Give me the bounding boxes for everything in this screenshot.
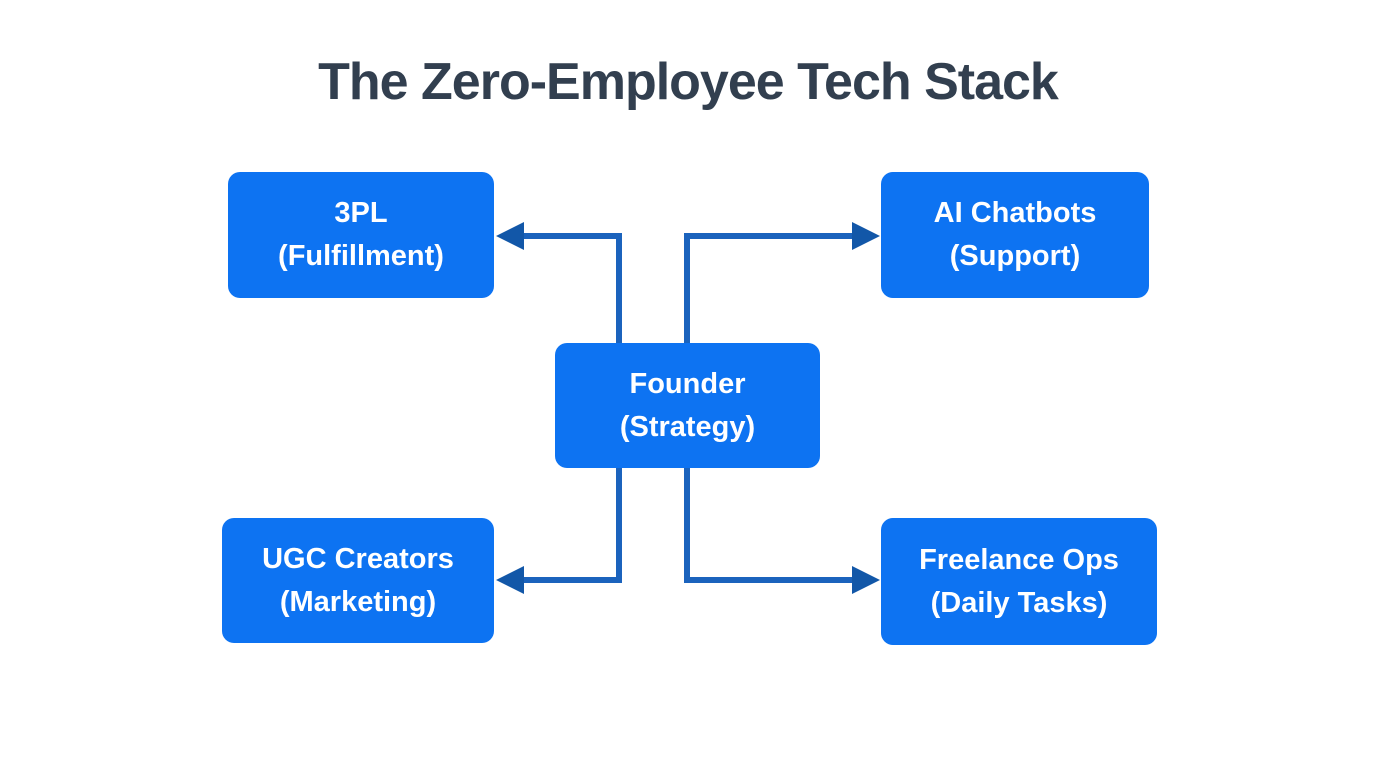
arrowhead-right-top xyxy=(852,222,880,250)
diagram-title: The Zero-Employee Tech Stack xyxy=(318,53,1059,111)
arrowhead-left-bottom xyxy=(496,566,524,594)
node-ugc-creators: UGC Creators (Marketing) xyxy=(222,518,494,643)
node-freelance-ops: Freelance Ops (Daily Tasks) xyxy=(881,518,1157,645)
node-ai-chatbots-label-line2: (Support) xyxy=(949,240,1081,272)
node-ai-chatbots: AI Chatbots (Support) xyxy=(881,172,1149,298)
node-ai-chatbots-label-line1: AI Chatbots xyxy=(933,197,1097,229)
node-ugc-creators-label-line1: UGC Creators xyxy=(262,542,454,575)
node-founder-label-line2: (Strategy) xyxy=(619,410,756,443)
connector-founder-to-freelance-ops xyxy=(684,467,880,594)
arrowhead-left-top xyxy=(496,222,524,250)
node-freelance-ops-label-line1: Freelance Ops xyxy=(919,543,1119,576)
arrowhead-right-bottom xyxy=(852,566,880,594)
node-3pl: 3PL (Fulfillment) xyxy=(228,172,494,298)
connector-founder-to-3pl xyxy=(496,222,622,344)
node-3pl-label-line2: (Fulfillment) xyxy=(278,240,444,272)
node-founder-label-line1: Founder xyxy=(629,367,746,400)
node-founder: Founder (Strategy) xyxy=(555,343,820,468)
connector-founder-to-ugc-creators xyxy=(496,467,622,594)
node-3pl-label-line1: 3PL xyxy=(334,197,388,229)
node-freelance-ops-label-line2: (Daily Tasks) xyxy=(930,586,1108,619)
node-ugc-creators-label-line2: (Marketing) xyxy=(279,585,437,618)
connector-founder-to-ai-chatbots xyxy=(684,222,880,344)
